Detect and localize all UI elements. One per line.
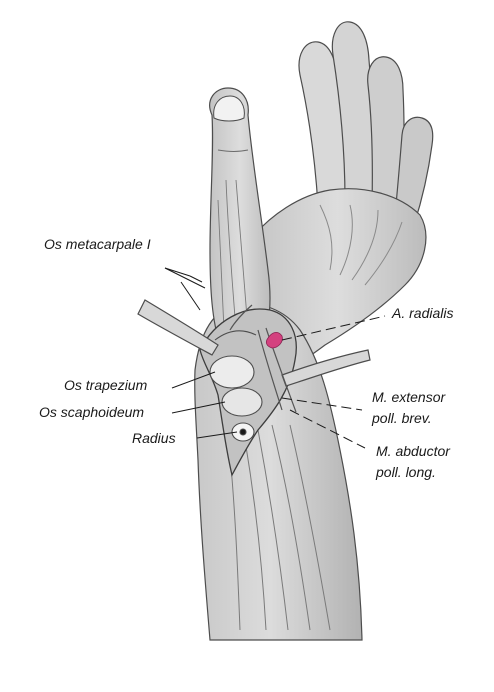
os-trapezium-bone xyxy=(209,355,255,389)
leader-lines xyxy=(164,267,386,449)
thumbnail xyxy=(213,95,245,122)
label-m-extensor-line2: poll. brev. xyxy=(372,410,432,426)
hand-bones xyxy=(319,204,403,286)
retractor-left xyxy=(137,299,219,356)
label-m-abductor-line1: M. abductor xyxy=(376,443,450,459)
carpal-bones xyxy=(209,330,263,442)
label-m-extensor-line1: M. extensor xyxy=(372,389,446,405)
finger-little xyxy=(394,116,434,226)
label-m-abductor-line2: poll. long. xyxy=(376,464,436,480)
os-scaphoideum-bone xyxy=(221,387,263,417)
label-os-trapezium: Os trapezium xyxy=(64,377,148,393)
fingers xyxy=(298,21,434,226)
label-os-scaphoideum: Os scaphoideum xyxy=(39,404,145,420)
label-radius: Radius xyxy=(132,430,176,446)
artery-a-radialis xyxy=(265,332,283,349)
retractor-right xyxy=(281,349,371,387)
label-a-radialis: A. radialis xyxy=(392,305,454,321)
retractors xyxy=(137,299,371,387)
label-os-metacarpale: Os metacarpale I xyxy=(44,236,151,252)
forearm-tendons xyxy=(229,424,331,631)
thumb xyxy=(209,87,271,346)
